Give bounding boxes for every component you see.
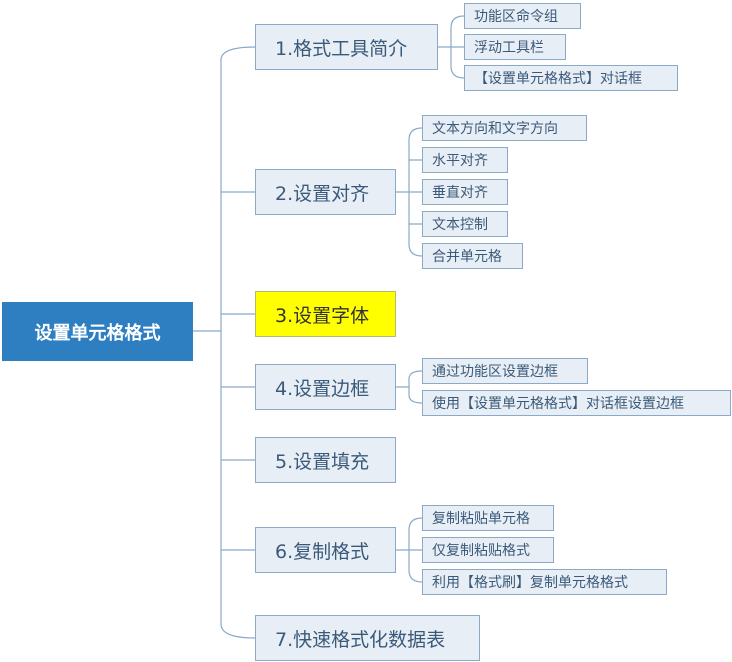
topic-6-branches <box>396 517 423 583</box>
topic-1-branches <box>438 15 465 79</box>
leaf-border-via-ribbon[interactable]: 通过功能区设置边框 <box>422 358 588 384</box>
main-trunk <box>220 46 256 639</box>
leaf-floating-toolbar[interactable]: 浮动工具栏 <box>464 34 566 60</box>
leaf-merge-cells[interactable]: 合并单元格 <box>422 243 523 269</box>
leaf-ribbon-command-group[interactable]: 功能区命令组 <box>464 3 581 29</box>
leaf-copy-paste-cells[interactable]: 复制粘贴单元格 <box>422 505 554 531</box>
topic-alignment[interactable]: 2.设置对齐 <box>255 169 396 215</box>
root-topic[interactable]: 设置单元格格式 <box>2 302 193 361</box>
topic-fill[interactable]: 5.设置填充 <box>255 437 396 483</box>
topic-border[interactable]: 4.设置边框 <box>255 364 396 410</box>
leaf-text-direction[interactable]: 文本方向和文字方向 <box>422 115 587 141</box>
topic-2-branches <box>396 127 423 257</box>
topic-format-tools[interactable]: 1.格式工具简介 <box>255 24 438 70</box>
topic-font[interactable]: 3.设置字体 <box>255 291 396 337</box>
topic-quick-format-table[interactable]: 7.快速格式化数据表 <box>255 615 480 661</box>
leaf-paste-formats-only[interactable]: 仅复制粘贴格式 <box>422 537 554 563</box>
leaf-text-control[interactable]: 文本控制 <box>422 211 508 237</box>
topic-copy-format[interactable]: 6.复制格式 <box>255 527 396 573</box>
leaf-border-via-dialog[interactable]: 使用【设置单元格格式】对话框设置边框 <box>422 390 731 416</box>
leaf-horizontal-align[interactable]: 水平对齐 <box>422 147 508 173</box>
leaf-format-painter[interactable]: 利用【格式刷】复制单元格格式 <box>422 569 667 595</box>
leaf-vertical-align[interactable]: 垂直对齐 <box>422 179 508 205</box>
topic-4-branches <box>396 370 423 404</box>
leaf-format-cells-dialog[interactable]: 【设置单元格格式】对话框 <box>464 65 678 91</box>
